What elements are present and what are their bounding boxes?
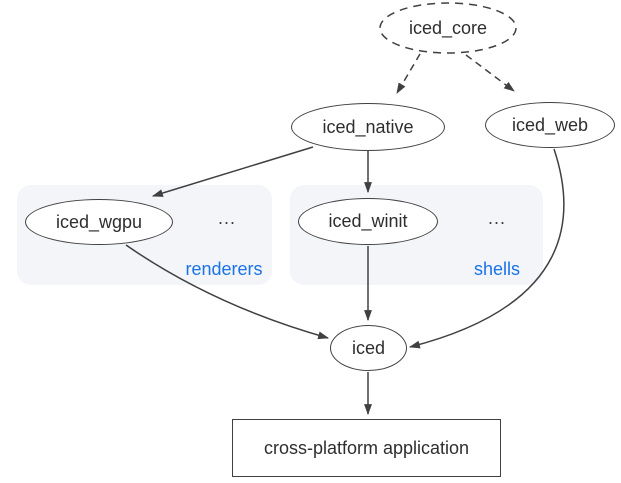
ellipsis-renderers: ... xyxy=(217,208,236,228)
ellipsis-shells: ... xyxy=(487,208,506,228)
node-iced-native: iced_native xyxy=(291,103,445,151)
node-iced: iced xyxy=(330,325,407,371)
node-shape-iced-core xyxy=(379,2,517,54)
node-iced-wgpu: iced_wgpu xyxy=(25,199,173,245)
node-application: cross-platform application xyxy=(232,419,501,477)
edge-web-to-iced xyxy=(408,148,565,349)
edge-wgpu-to-iced xyxy=(125,244,330,340)
node-iced-core: iced_core xyxy=(408,17,488,38)
edge-core-to-web xyxy=(465,54,515,92)
edge-native-to-wgpu xyxy=(151,146,314,197)
group-label-renderers: renderers xyxy=(185,259,263,279)
group-label-shells: shells xyxy=(473,259,521,279)
node-iced-web: iced_web xyxy=(485,102,615,148)
edge-core-to-native xyxy=(396,53,421,94)
node-iced-winit: iced_winit xyxy=(298,198,438,245)
